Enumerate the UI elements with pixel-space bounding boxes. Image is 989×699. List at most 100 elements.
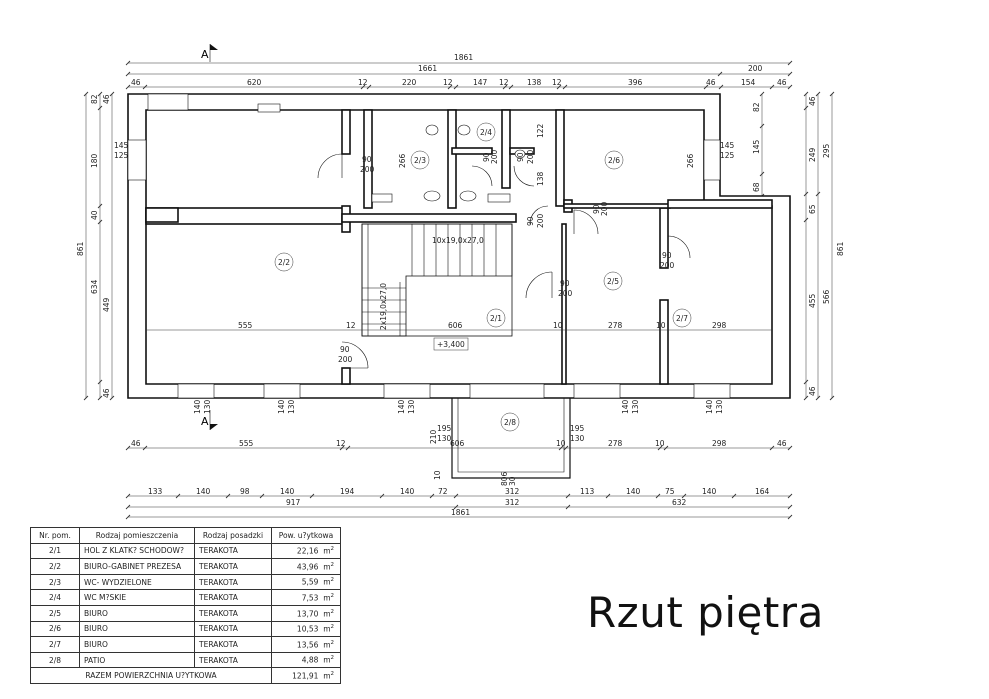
dim-right: 145 (752, 139, 761, 154)
col-header-area: Pow. u?ytkowa (271, 527, 341, 544)
room-dimension-texts: 555 606 278 298 266 266 138 122 10 10 12… (238, 123, 727, 486)
dim-building-top: 1661 (418, 64, 437, 73)
col-header-room-type: Rodzaj pomieszczenia (79, 527, 195, 544)
room-area-exponent: 2 (330, 577, 335, 584)
total-label: RAZEM POWIERZCHNIA U?YTKOWA (30, 667, 272, 684)
dim-top: 620 (247, 78, 262, 87)
bottom-dimension-texts-row1: 46 555 12 606 10 278 10 298 46 (131, 439, 787, 448)
dim-left: 634 (90, 279, 99, 294)
floor-type: TERAKOTA (194, 573, 272, 591)
door-label-2-7: 90 (662, 251, 672, 260)
room-area-exponent: 2 (330, 639, 335, 646)
room-type: BIURO (79, 636, 195, 653)
room-dim: 266 (686, 153, 695, 168)
section-mark-top-label: A (201, 48, 209, 61)
room-nr: 2/2 (30, 558, 80, 575)
dim-bottom: 113 (580, 487, 595, 496)
dim-bottom: 98 (240, 487, 250, 496)
room-tag-2-8: 2/8 (504, 418, 516, 427)
staircase (361, 223, 513, 337)
room-dim: 266 (398, 153, 407, 168)
dim-top: 12 (499, 78, 509, 87)
dim-right: 46 (808, 386, 817, 396)
dim-bottom: 278 (608, 439, 623, 448)
room-tag-2-1: 2/1 (490, 314, 502, 323)
door-label-2-7: 200 (660, 261, 675, 270)
room-dim: 30 (508, 476, 517, 486)
dim-overhang-top: 200 (748, 64, 763, 73)
window-dim: 130 (715, 399, 724, 414)
room-type: BIURO-GABINET PREZESA (79, 558, 195, 575)
sanitary-fixtures (257, 103, 526, 203)
window-dim: 10 (433, 470, 442, 480)
room-type: BIURO (79, 604, 195, 622)
dim-overall-top: 1861 (454, 53, 473, 62)
table-row: 2/2 BIURO-GABINET PREZESA TERAKOTA 43,96… (30, 558, 341, 575)
dim-overall-bottom: 1861 (451, 508, 470, 517)
dim-left: 861 (76, 241, 85, 256)
door-label-hall: 200 (536, 213, 545, 228)
dim-right: 46 (808, 96, 817, 106)
room-area-value: 43,96 (296, 562, 319, 572)
door-label-2-5a: 90 (560, 279, 570, 288)
room-tag-2-2: 2/2 (278, 258, 290, 267)
table-row: 2/5 BIURO TERAKOTA 13,70 m2 (30, 604, 341, 622)
floor-type: TERAKOTA (194, 558, 272, 575)
room-area-unit: m (323, 640, 331, 650)
dim-bottom: 140 (400, 487, 415, 496)
window-dim: 130 (631, 399, 640, 414)
dim-right: 145 (720, 141, 735, 150)
dim-bottom: 917 (286, 498, 301, 507)
dim-top: 396 (628, 78, 643, 87)
dim-bottom: 312 (505, 498, 520, 507)
door-label-2-4: 200 (490, 149, 499, 164)
door-label-2-6: 200 (600, 201, 609, 216)
room-area: 13,56 m2 (271, 636, 341, 653)
room-area-value: 13,56 (296, 640, 319, 650)
room-schedule-table: Nr. pom. Rodzaj pomieszczenia Rodzaj pos… (30, 527, 341, 684)
windows (127, 93, 731, 399)
dim-bottom: 46 (131, 439, 141, 448)
room-dim: 298 (712, 321, 727, 330)
dim-bottom: 72 (438, 487, 448, 496)
room-area-exponent: 2 (330, 608, 335, 615)
floor-type: TERAKOTA (194, 542, 272, 560)
window-dim: 140 (705, 399, 714, 414)
window-dim: 130 (437, 434, 452, 443)
doors (317, 153, 691, 369)
window-dim: 130 (407, 399, 416, 414)
window-dim: 140 (193, 399, 202, 414)
table-row: 2/3 WC- WYDZIELONE TERAKOTA 5,59 m2 (30, 573, 341, 591)
dim-bottom: 632 (672, 498, 687, 507)
table-row: 2/6 BIURO TERAKOTA 10,53 m2 (30, 620, 341, 638)
room-area-value: 4,88 (301, 655, 319, 665)
dim-bottom: 312 (505, 487, 520, 496)
window-dimension-texts: 140 130 140 130 140 130 140 130 140 130 … (193, 399, 724, 480)
total-row: RAZEM POWIERZCHNIA U?YTKOWA 121,91 m2 (30, 667, 341, 684)
room-area: 5,59 m2 (271, 573, 341, 591)
bottom-dimension-texts-row2: 133 140 98 140 194 140 72 312 113 140 75… (148, 487, 770, 496)
room-dim: 138 (536, 171, 545, 186)
dim-top: 147 (473, 78, 488, 87)
room-dim: 606 (448, 321, 463, 330)
dim-bottom: 164 (755, 487, 770, 496)
level-mark: +3,400 (433, 337, 469, 351)
door-label-2-4b: 90 (516, 152, 525, 162)
right-dimension-lines (759, 91, 835, 401)
total-area-value: 121,91 (292, 671, 319, 681)
stair-label-side: 2x19,0x27,0 (379, 283, 388, 330)
room-type: WC- WYDZIELONE (79, 573, 195, 591)
room-dim: 806 (500, 471, 509, 486)
dim-bottom: 194 (340, 487, 355, 496)
room-type: WC M?SKIE (79, 589, 195, 606)
col-header-floor-type: Rodzaj posadzki (194, 527, 272, 544)
window-dim: 130 (203, 399, 212, 414)
room-dim: 10 (553, 321, 563, 330)
left-dimension-texts: 82 180 40 634 449 145 125 46 46 861 (76, 94, 129, 398)
dim-right: 249 (808, 147, 817, 162)
dim-bottom: 10 (556, 439, 566, 448)
room-area-exponent: 2 (330, 546, 335, 553)
room-dim: 555 (238, 321, 253, 330)
dim-left: 180 (90, 153, 99, 168)
room-type: PATIO (79, 651, 195, 669)
